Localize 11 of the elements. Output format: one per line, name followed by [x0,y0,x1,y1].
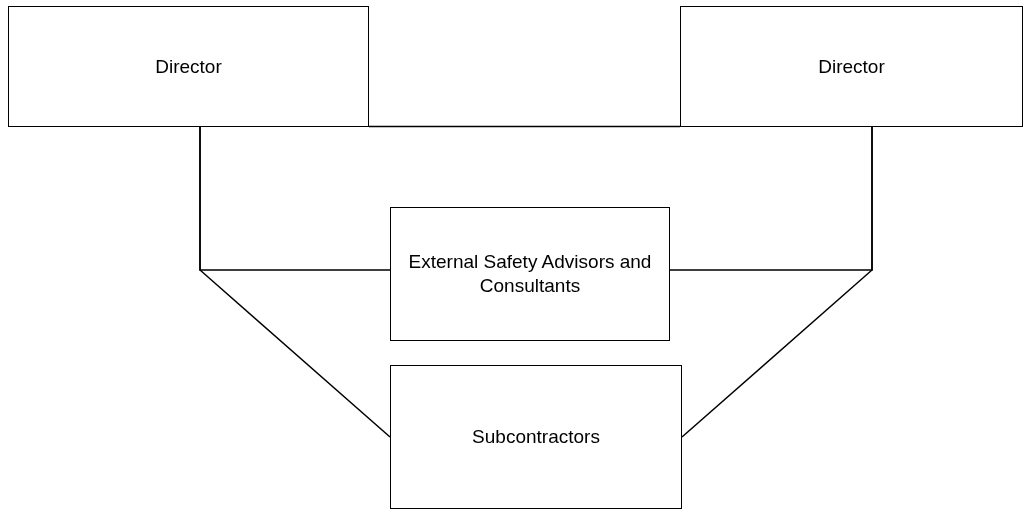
connector-line [681,126,873,438]
org-box [390,207,670,341]
connector-line [368,125,681,128]
org-box [680,6,1023,127]
box-label: Subcontractors [472,425,600,449]
box-label: External Safety Advisors and Consultants [407,250,653,298]
org-box [8,6,369,127]
connector-line [199,126,391,438]
box-label: Director [818,54,885,79]
org-box [390,365,682,509]
box-label: Director [155,54,222,79]
